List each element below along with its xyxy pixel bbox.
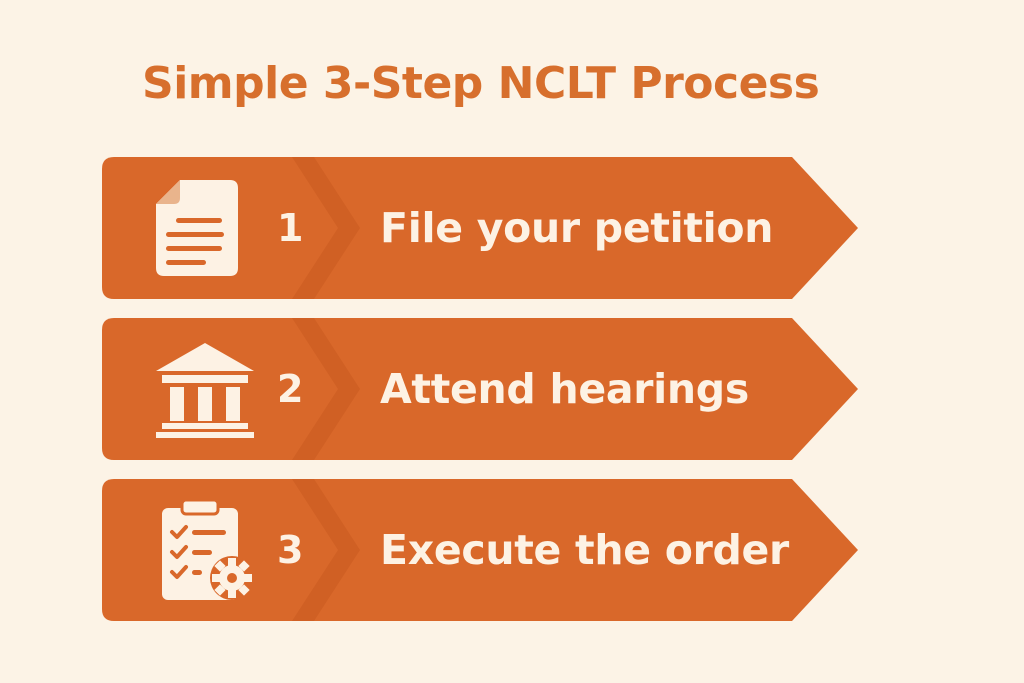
step-label: File your petition xyxy=(380,204,774,252)
step-number: 2 xyxy=(277,367,304,411)
step-1: 1 File your petition xyxy=(102,157,858,299)
step-1-arrow-shape xyxy=(102,157,858,299)
clipboard-gear-icon xyxy=(162,498,254,600)
step-3: 3 Execute the order xyxy=(102,479,858,621)
step-3-arrow-shape xyxy=(102,479,858,621)
page-title: Simple 3-Step NCLT Process xyxy=(142,58,820,109)
step-number: 1 xyxy=(277,206,304,250)
step-label: Attend hearings xyxy=(380,365,749,413)
step-2-arrow-shape xyxy=(102,318,858,460)
step-number: 3 xyxy=(277,528,304,572)
document-icon xyxy=(156,180,238,276)
step-label: Execute the order xyxy=(380,526,789,574)
step-2: 2 Attend hearings xyxy=(102,318,858,460)
courthouse-icon xyxy=(156,343,254,438)
